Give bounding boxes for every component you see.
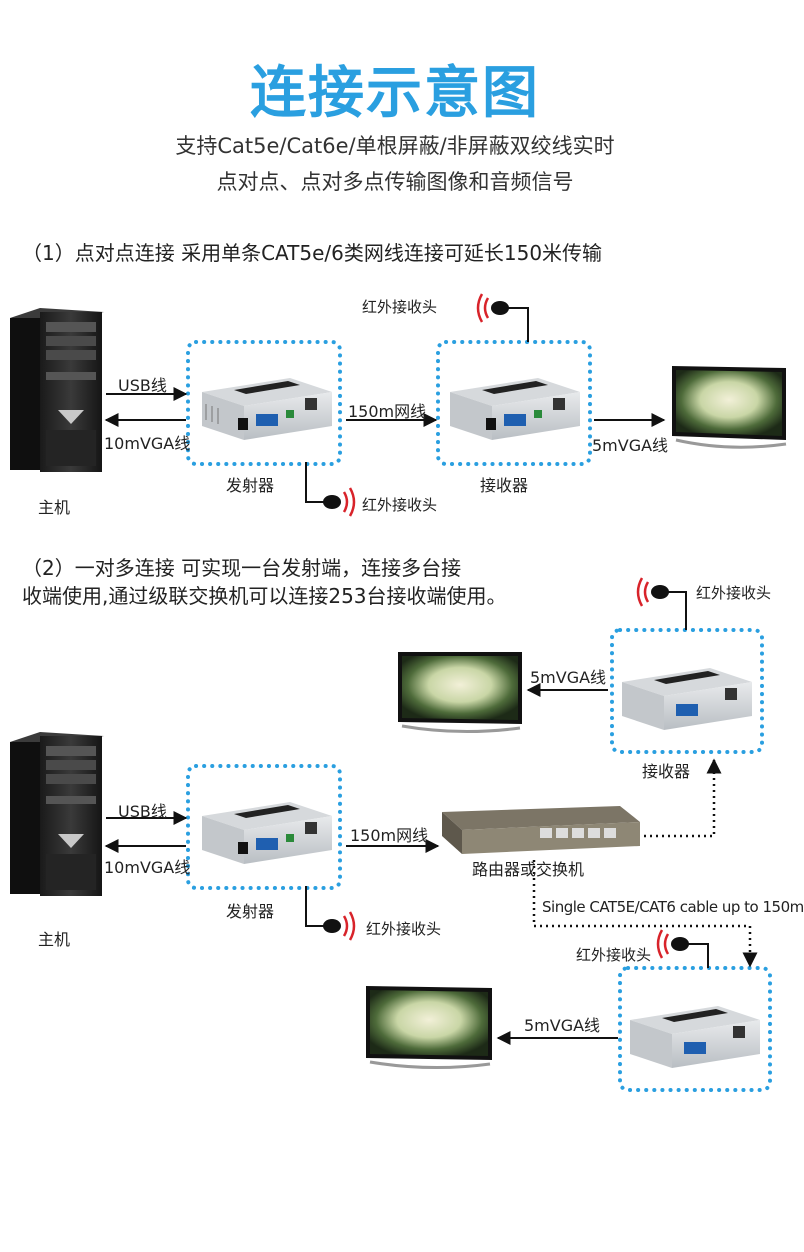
monitor-bottom-icon xyxy=(366,986,492,1070)
vga10-label: 10mVGA线 xyxy=(104,434,191,453)
usb-2-label: USB线 xyxy=(118,802,167,821)
subtitle-line-1: 支持Cat5e/Cat6e/单根屏蔽/非屏蔽双绞线实时 xyxy=(175,134,615,158)
ir-top-label: 红外接收头 xyxy=(362,298,438,316)
section1-heading: （1）点对点连接 采用单条CAT5e/6类网线连接可延长150米传输 xyxy=(22,241,603,265)
monitor-icon xyxy=(672,366,787,449)
usb-label: USB线 xyxy=(118,376,167,395)
vga5-bottom-label: 5mVGA线 xyxy=(524,1016,601,1035)
cable-2-label: 150m网线 xyxy=(350,826,429,845)
router-to-receiver-top-link xyxy=(644,758,722,838)
host-2-label: 主机 xyxy=(38,930,71,949)
single-cable-label: Single CAT5E/CAT6 cable up to 150m xyxy=(542,898,804,916)
transmitter-device-icon xyxy=(186,340,342,466)
ir-transmitter-2-label: 红外接收头 xyxy=(366,920,442,938)
vga10-2-label: 10mVGA线 xyxy=(104,858,191,877)
ir-receiver-top-icon xyxy=(476,293,529,342)
ir-bottom-2-label: 红外接收头 xyxy=(576,946,652,964)
ir-bottom-label: 红外接收头 xyxy=(362,496,438,514)
subtitle-line-2: 点对点、点对多点传输图像和音频信号 xyxy=(216,170,574,194)
ir-receiver-bottom-icon xyxy=(656,929,709,968)
host-pc-2-icon xyxy=(10,732,104,896)
section2-heading-line-1: （2）一对多连接 可实现一台发射端，连接多台接 xyxy=(22,556,462,580)
transmitter-2-label: 发射器 xyxy=(226,902,275,921)
vga5-label: 5mVGA线 xyxy=(592,436,669,455)
ir-receiver-top-2-icon xyxy=(636,577,687,630)
section2-heading-line-2: 收端使用,通过级联交换机可以连接253台接收端使用。 xyxy=(22,584,507,608)
router-label: 路由器或交换机 xyxy=(472,860,585,879)
ir-transmitter-2-icon xyxy=(305,886,356,941)
receiver-bottom-device-icon xyxy=(618,966,772,1092)
page-title: 连接示意图 xyxy=(250,61,540,126)
receiver-label: 接收器 xyxy=(480,476,529,495)
monitor-top-icon xyxy=(398,652,522,734)
ir-top-2-label: 红外接收头 xyxy=(696,584,772,602)
receiver-top-device-icon xyxy=(610,628,764,754)
receiver-device-icon xyxy=(436,340,592,466)
receiver-top-label: 接收器 xyxy=(642,762,691,781)
host-pc-icon xyxy=(10,308,104,472)
ir-transmitter-bottom-icon xyxy=(305,462,356,517)
vga5-top-label: 5mVGA线 xyxy=(530,668,607,687)
host-label: 主机 xyxy=(38,498,71,517)
transmitter-2-device-icon xyxy=(186,764,342,890)
router-switch-icon xyxy=(442,806,640,854)
transmitter-label: 发射器 xyxy=(226,476,275,495)
router-to-receiver-bottom-link xyxy=(532,860,758,968)
cable-label: 150m网线 xyxy=(348,402,427,421)
